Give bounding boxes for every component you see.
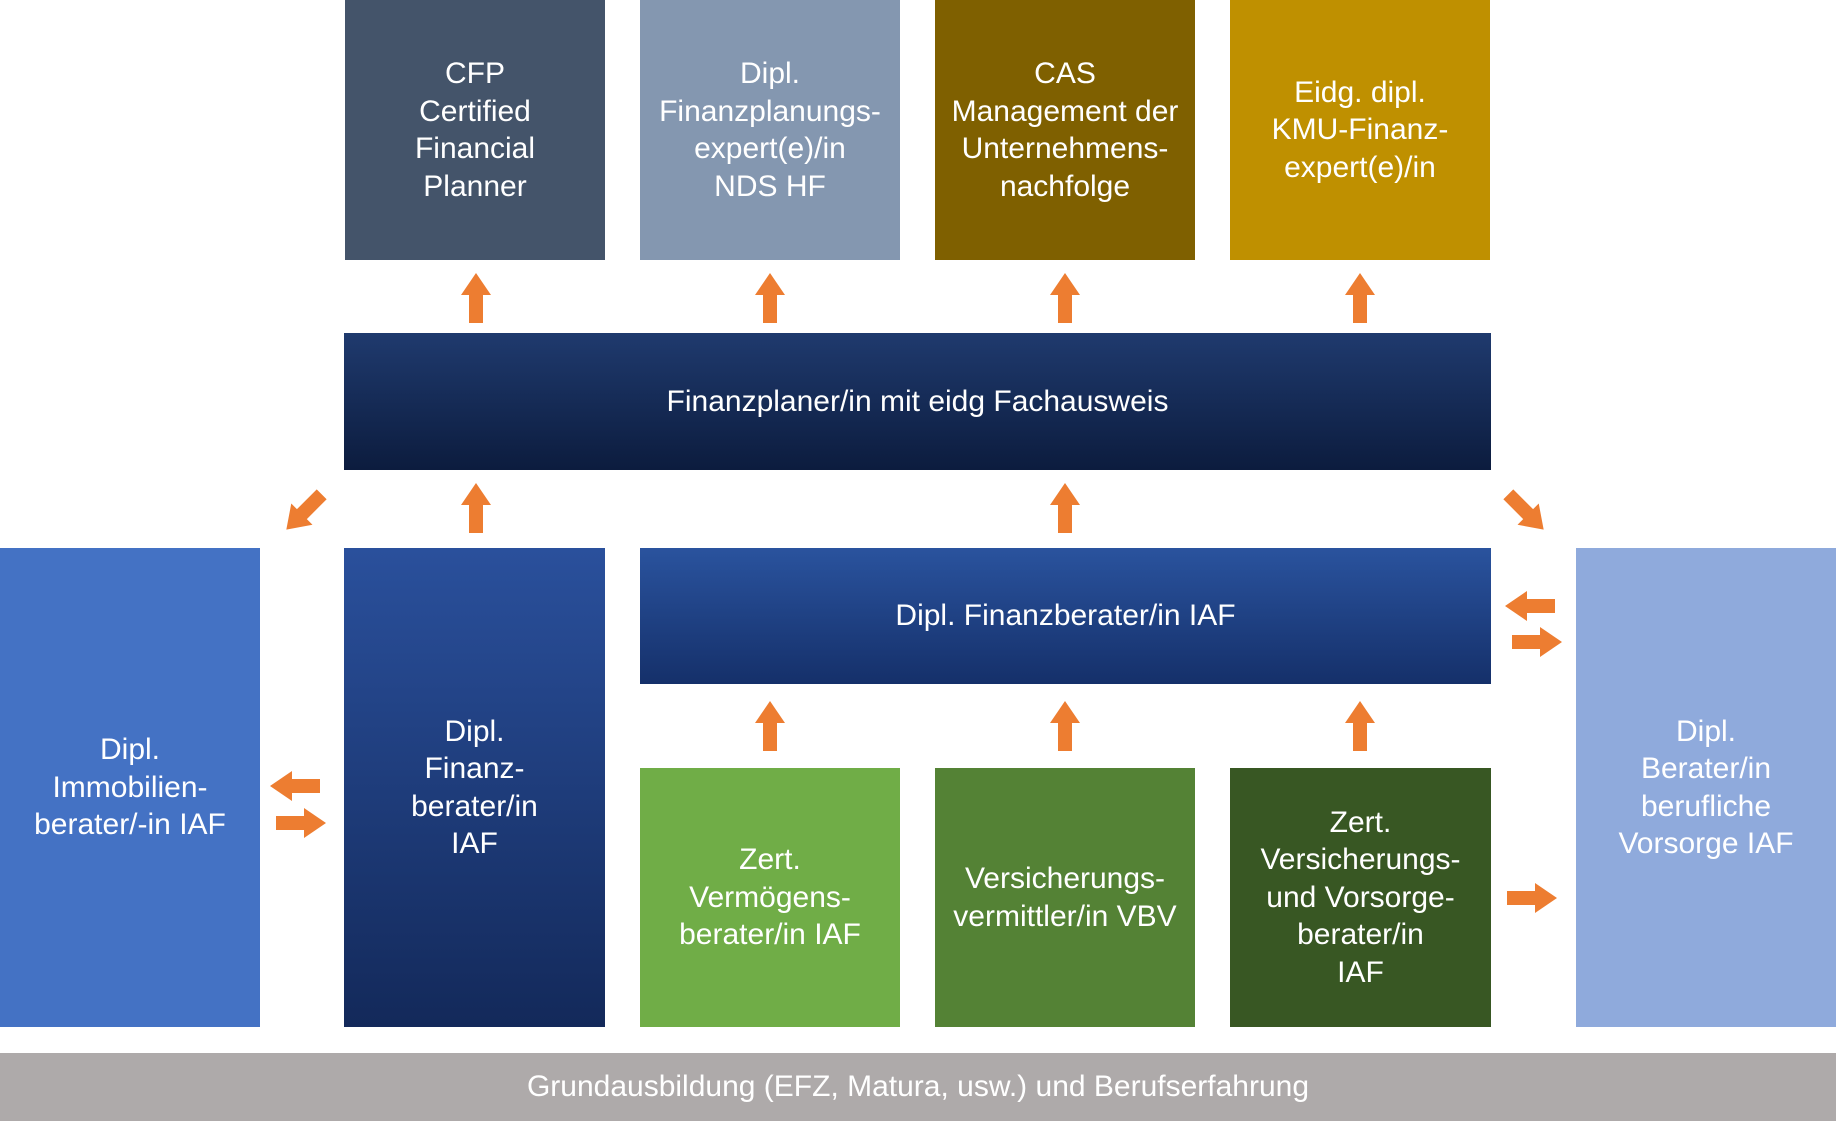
box-vermoegen: Zert. Vermögens- berater/in IAF bbox=[640, 768, 900, 1027]
box-grundausbildung: Grundausbildung (EFZ, Matura, usw.) und … bbox=[0, 1053, 1836, 1121]
box-finanzberater-iaf: Dipl. Finanzberater/in IAF bbox=[640, 548, 1491, 684]
box-finanzberater-label: Dipl. Finanz- berater/in IAF bbox=[411, 714, 538, 861]
box-finanzberater: Dipl. Finanz- berater/in IAF bbox=[344, 548, 605, 1027]
box-vbv-label: Versicherungs- vermittler/in VBV bbox=[953, 862, 1177, 933]
box-kmu-label: Eidg. dipl. KMU-Finanz- expert(e)/in bbox=[1271, 75, 1449, 184]
box-kmu: Eidg. dipl. KMU-Finanz- expert(e)/in bbox=[1230, 0, 1490, 260]
box-vorsorge-label: Dipl. Berater/in berufliche Vorsorge IAF bbox=[1618, 714, 1794, 861]
box-vorsorge: Dipl. Berater/in berufliche Vorsorge IAF bbox=[1576, 548, 1836, 1027]
box-dipl-finanzplanung-label: Dipl. Finanzplanungs- expert(e)/in NDS H… bbox=[659, 57, 881, 203]
box-immobilien-label: Dipl. Immobilien- berater/-in IAF bbox=[34, 733, 226, 842]
box-vermoegen-label: Zert. Vermögens- berater/in IAF bbox=[679, 843, 861, 952]
box-vbv: Versicherungs- vermittler/in VBV bbox=[935, 768, 1195, 1027]
box-finanzplaner-label: Finanzplaner/in mit eidg Fachausweis bbox=[666, 384, 1169, 418]
box-dipl-finanzplanung: Dipl. Finanzplanungs- expert(e)/in NDS H… bbox=[640, 0, 900, 260]
box-cas: CAS Management der Unternehmens- nachfol… bbox=[935, 0, 1195, 260]
box-finanzplaner: Finanzplaner/in mit eidg Fachausweis bbox=[344, 333, 1491, 470]
box-cfp: CFP Certified Financial Planner bbox=[345, 0, 605, 260]
box-grundausbildung-label: Grundausbildung (EFZ, Matura, usw.) und … bbox=[526, 1070, 1310, 1104]
box-cas-label: CAS Management der Unternehmens- nachfol… bbox=[951, 57, 1179, 203]
box-cfp-label: CFP Certified Financial Planner bbox=[414, 57, 536, 203]
box-finanzberater-iaf-label: Dipl. Finanzberater/in IAF bbox=[895, 599, 1236, 633]
box-versicherung: Zert. Versicherungs- und Vorsorge- berat… bbox=[1230, 768, 1491, 1027]
box-immobilien: Dipl. Immobilien- berater/-in IAF bbox=[0, 548, 260, 1027]
box-versicherung-label: Zert. Versicherungs- und Vorsorge- berat… bbox=[1260, 805, 1461, 989]
